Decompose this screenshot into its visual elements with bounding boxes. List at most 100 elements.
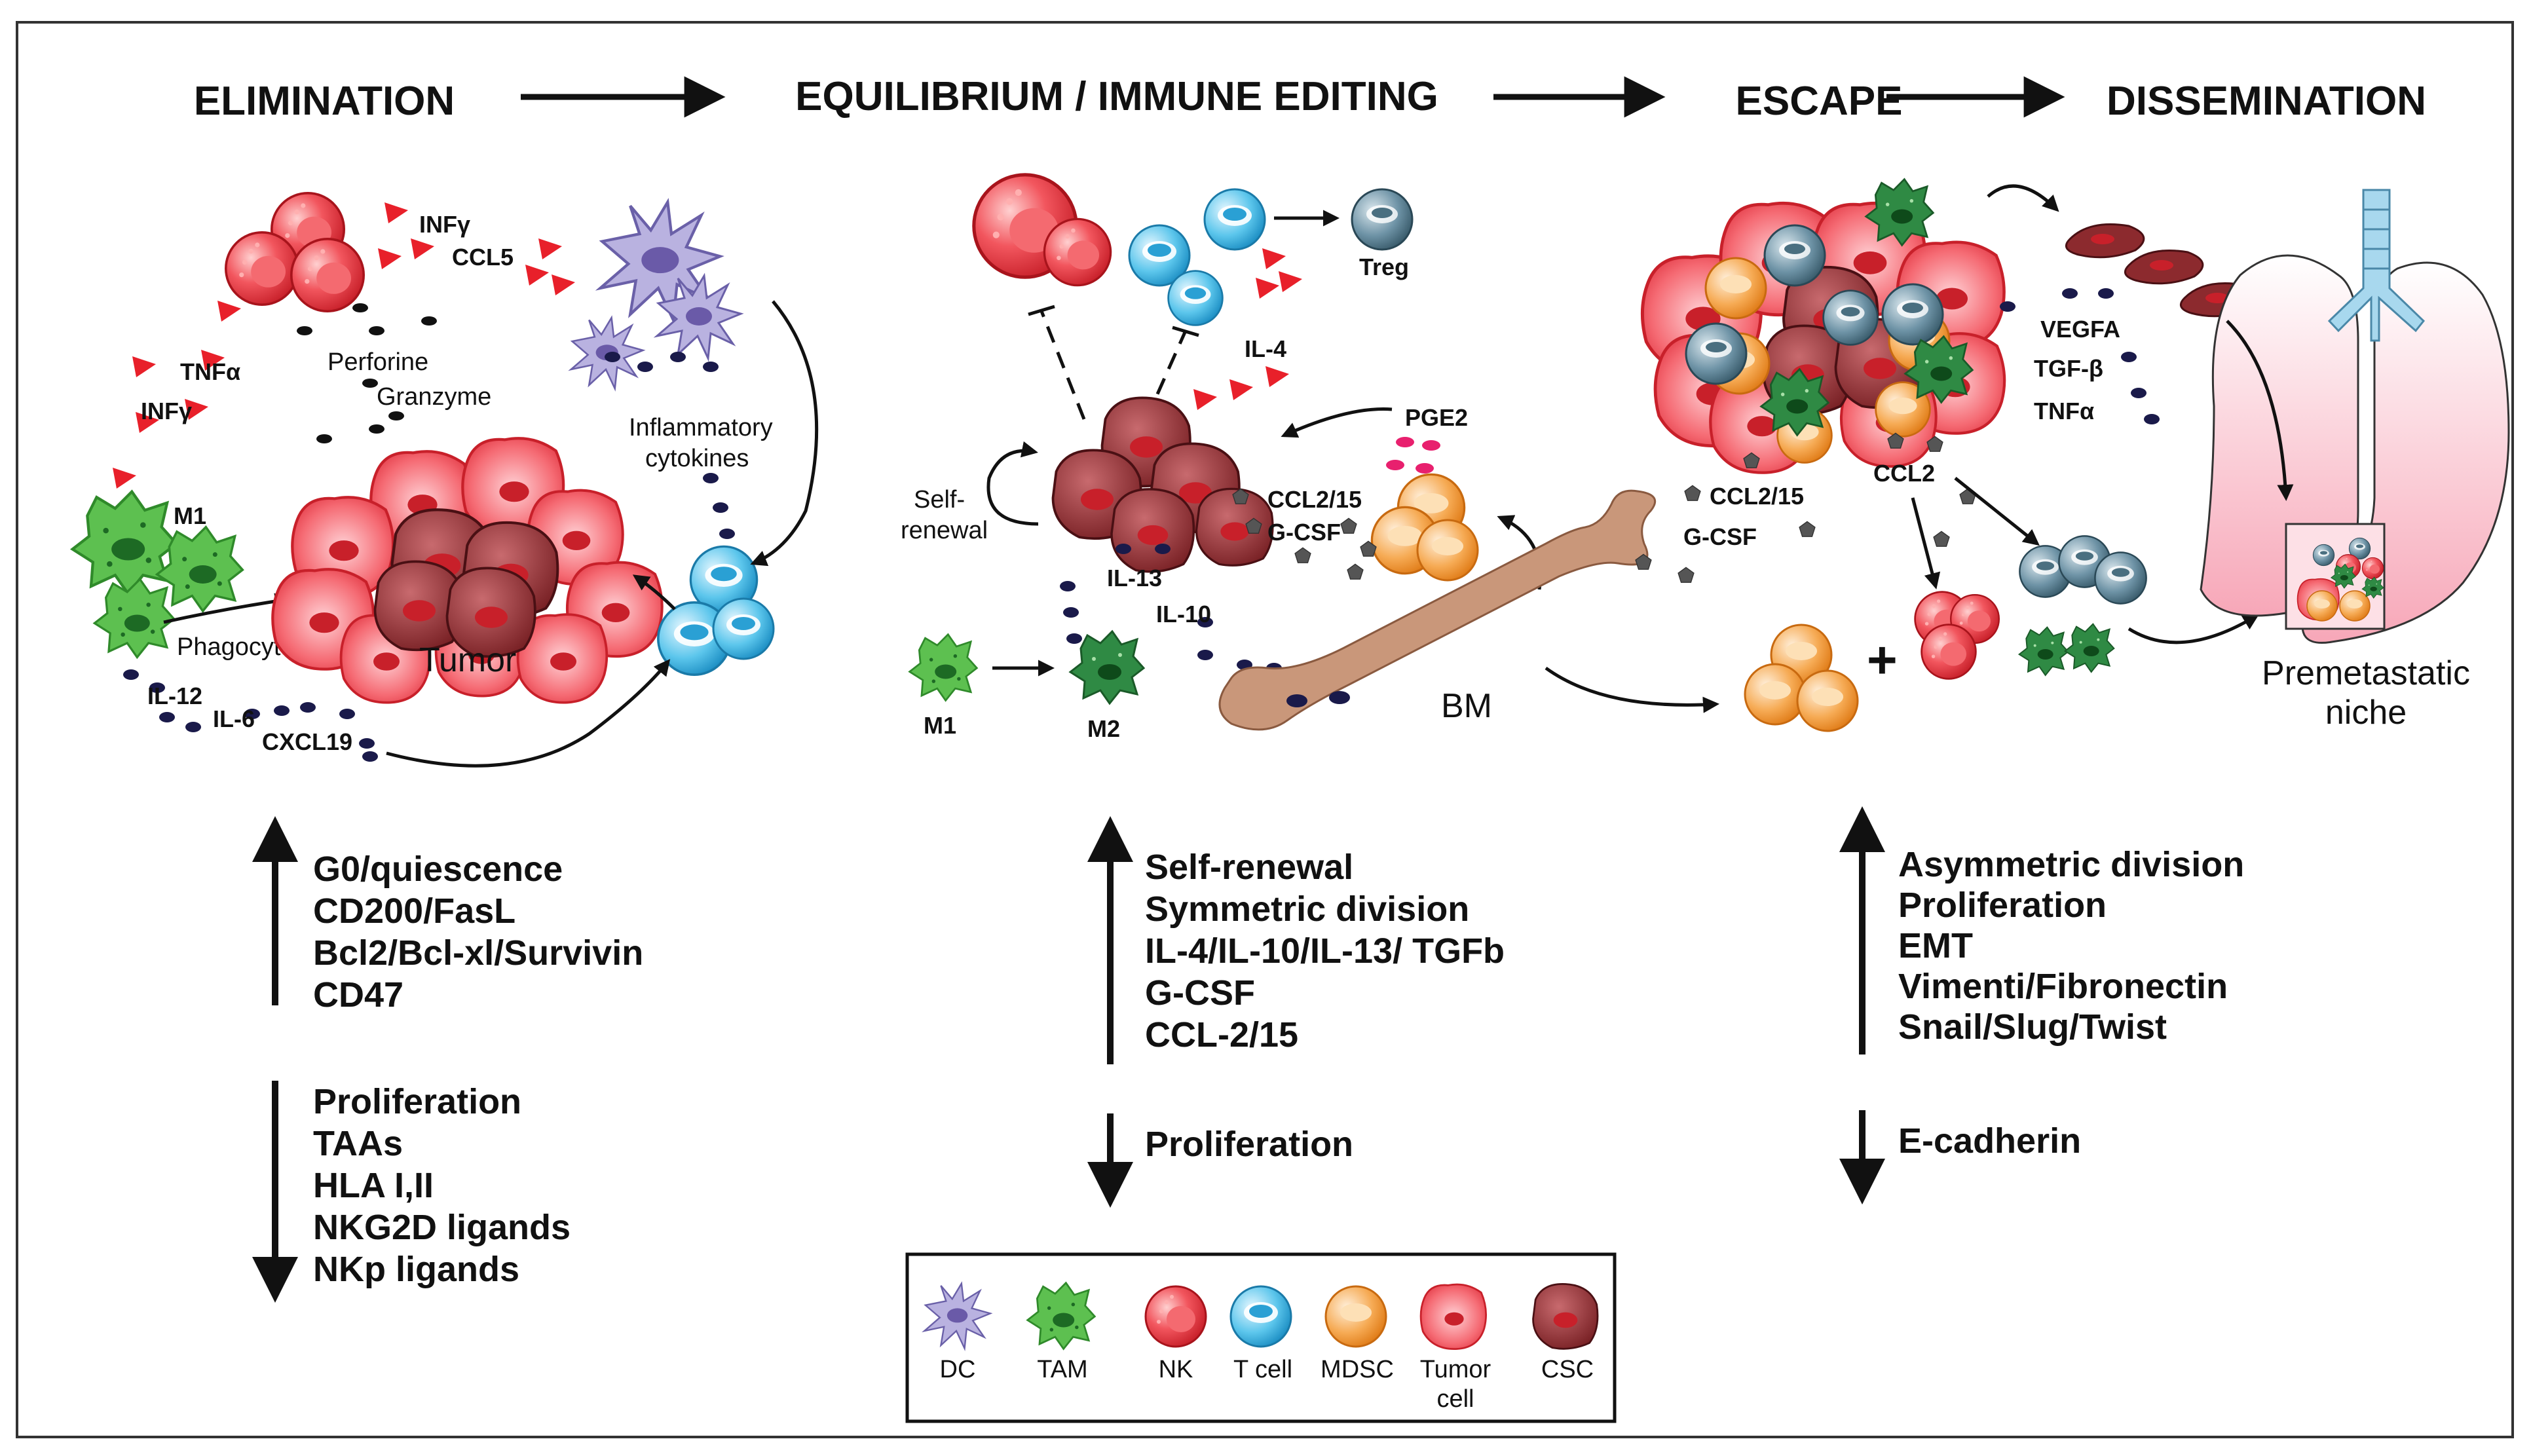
list-item: IL-4/IL-10/IL-13/ TGFb: [1145, 931, 1505, 971]
pge2-arrow: [1281, 407, 1393, 438]
label-cytokines: cytokines: [645, 445, 749, 472]
tcell-to-tumor-arrow: [632, 574, 676, 610]
nk-cell-icon: [1921, 624, 1977, 680]
nk-cell-icon: [1144, 1285, 1207, 1348]
csc-icon: [1532, 1282, 1599, 1350]
list-item: E-cadherin: [1898, 1121, 2081, 1161]
inhibition-line: [1040, 310, 1086, 420]
label-infg-left: INFγ: [141, 398, 192, 424]
list-item: Proliferation: [1898, 886, 2107, 925]
mdsc-icon: [1416, 519, 1479, 582]
label-tumor: Tumor: [419, 641, 516, 679]
list-item: CD200/FasL: [313, 891, 516, 931]
bone-marrow-bone: [1218, 489, 1657, 731]
label-ccl5: CCL5: [452, 244, 514, 271]
list-item: Proliferation: [313, 1082, 521, 1121]
list-item: NKG2D ligands: [313, 1208, 571, 1247]
label-vegfa: VEGFA: [2040, 316, 2120, 343]
tam-m1-icon: [909, 633, 978, 702]
elimination-down-list: Proliferation TAAs HLA I,II NKG2D ligand…: [313, 1082, 571, 1289]
legend: DC TAM NK T cell MDSC Tumor cell CSC: [905, 1252, 1617, 1423]
equilibrium-up-list: Self-renewal Symmetric division IL-4/IL-…: [1145, 848, 1505, 1055]
t-cell-icon: [1229, 1285, 1292, 1348]
label-self: Self-: [914, 486, 965, 513]
t-cell-icon: [1167, 270, 1224, 326]
label-infg-top: INFγ: [419, 211, 470, 238]
dc-icon: [570, 316, 645, 390]
cytokine-triangles: [1193, 248, 1302, 410]
label-m1-mid: M1: [924, 712, 956, 739]
list-item: Proliferation: [1145, 1125, 1353, 1164]
cxcl19-to-tcell-arrow: [386, 659, 671, 768]
tumor-to-vessel-arrow: [1987, 184, 2059, 212]
trachea-rings: [2363, 208, 2390, 270]
legend-mdsc: MDSC: [1321, 1356, 1394, 1383]
bone-dots: [1286, 553, 1652, 707]
nk-cell-icon: [224, 231, 300, 307]
cells-to-niche-arrow: [2128, 614, 2260, 644]
list-item: TAAs: [313, 1124, 403, 1163]
label-inflammatory: Inflammatory: [629, 414, 773, 441]
list-item: Vimenti/Fibronectin: [1898, 967, 2228, 1006]
t-cell-icon: [712, 597, 775, 660]
list-item: Snail/Slug/Twist: [1898, 1007, 2167, 1047]
self-renewal-arrow: [986, 441, 1039, 526]
list-item: CD47: [313, 975, 403, 1015]
legend-tumor: Tumor: [1420, 1356, 1491, 1383]
label-il4: IL-4: [1245, 335, 1286, 362]
list-item: EMT: [1898, 926, 1973, 965]
label-perforine: Perforine: [328, 348, 428, 376]
label-bm: BM: [1441, 687, 1492, 725]
list-item: HLA I,II: [313, 1166, 434, 1205]
label-m1-left: M1: [174, 502, 206, 529]
list-item: Asymmetric division: [1898, 845, 2244, 884]
label-m2: M2: [1087, 715, 1120, 742]
label-tnfa-right: TNFα: [2034, 398, 2094, 424]
treg-icon: [2094, 551, 2147, 605]
label-tgfb: TGF-β: [2034, 355, 2103, 382]
legend-dc: DC: [940, 1356, 976, 1383]
label-gcsf-right: G-CSF: [1683, 523, 1757, 550]
legend-cell: cell: [1436, 1385, 1474, 1413]
nk-cell-icon: [1043, 217, 1112, 287]
label-plus: +: [1867, 631, 1898, 689]
label-premetastatic: Premetastatic: [2262, 654, 2470, 692]
legend-nk: NK: [1159, 1356, 1193, 1383]
nk-cell-icon: [290, 237, 366, 313]
mdsc-icon: [1796, 669, 1859, 732]
label-il6: IL-6: [213, 705, 255, 732]
m2-macrophage-icon: [2018, 626, 2069, 677]
label-il13: IL-13: [1107, 565, 1162, 591]
label-tnfa: TNFα: [180, 358, 240, 385]
label-gcsf-mid: G-CSF: [1267, 519, 1341, 546]
label-il10: IL-10: [1156, 601, 1211, 627]
m2-macrophage-icon: [2064, 623, 2115, 673]
cytokine-to-tcell-arrow: [750, 300, 819, 567]
label-pge2: PGE2: [1405, 404, 1468, 431]
tam-m1-icon: [73, 492, 177, 594]
granule-dots: [297, 303, 437, 443]
escape-up-list: Asymmetric division Proliferation EMT Vi…: [1898, 845, 2244, 1047]
label-il12: IL-12: [147, 682, 202, 709]
m2-macrophage-icon: [1069, 630, 1145, 705]
list-item: Bcl2/Bcl-xl/Survivin: [313, 933, 643, 973]
list-item: Symmetric division: [1145, 889, 1469, 929]
elimination-panel: INFγ CCL5 TNFα INFγ Perforine Granzyme I…: [73, 191, 819, 768]
cytokine-dots: [2000, 288, 2160, 424]
treg-icon: [1351, 188, 1414, 251]
legend-tam: TAM: [1037, 1356, 1087, 1383]
label-niche: niche: [2325, 694, 2407, 732]
elimination-up-list: G0/quiescence CD200/FasL Bcl2/Bcl-xl/Sur…: [313, 849, 643, 1015]
label-granzyme: Granzyme: [377, 383, 491, 411]
mdsc-icon: [1744, 663, 1807, 726]
legend-csc: CSC: [1541, 1356, 1594, 1383]
phase-escape: ESCAPE: [1736, 79, 1903, 124]
trachea: [2327, 189, 2426, 342]
list-item: NKp ligands: [313, 1250, 519, 1289]
list-item: G-CSF: [1145, 973, 1255, 1013]
bm-to-mdsc-escape-arrow: [1545, 666, 1719, 713]
t-cell-icon: [1203, 188, 1266, 251]
label-treg: Treg: [1359, 253, 1409, 280]
phase-elimination: ELIMINATION: [194, 79, 455, 124]
